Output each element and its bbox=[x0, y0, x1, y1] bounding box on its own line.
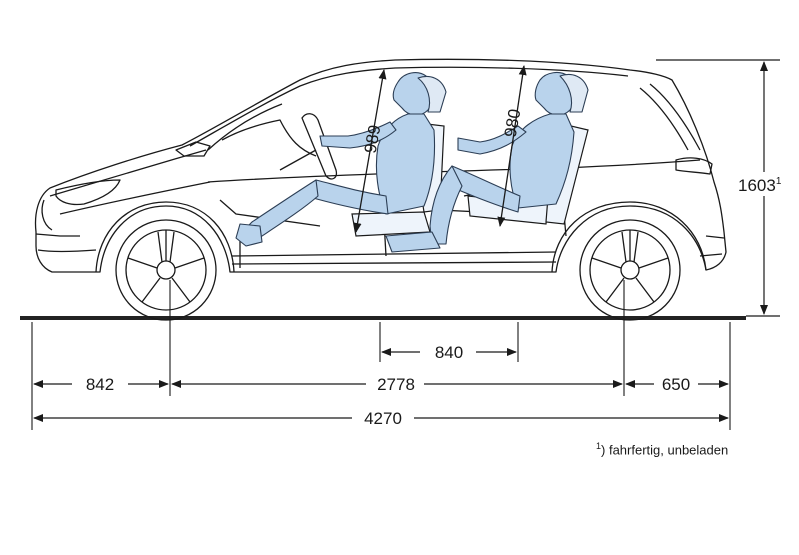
rear-headroom-arrow bbox=[497, 65, 527, 227]
wheelbase-label: 2778 bbox=[377, 375, 415, 394]
front-overhang-label: 842 bbox=[86, 375, 114, 394]
height-label: 16031 bbox=[738, 176, 782, 195]
car-body-outline bbox=[34, 58, 727, 273]
front-headroom-arrow bbox=[353, 69, 387, 233]
extension-lines bbox=[31, 280, 731, 430]
footnote: 1) fahrfertig, unbeladen bbox=[596, 441, 729, 458]
rear-headroom-label: 980 bbox=[501, 107, 525, 138]
steering-wheel bbox=[279, 113, 338, 180]
front-headroom-label: 989 bbox=[361, 123, 385, 154]
ground-line bbox=[20, 316, 746, 320]
rear-wheel bbox=[579, 219, 681, 321]
seat-distance-label: 840 bbox=[435, 343, 463, 362]
overall-length-label: 4270 bbox=[364, 409, 402, 428]
front-wheel bbox=[115, 219, 217, 321]
rear-overhang-label: 650 bbox=[662, 375, 690, 394]
